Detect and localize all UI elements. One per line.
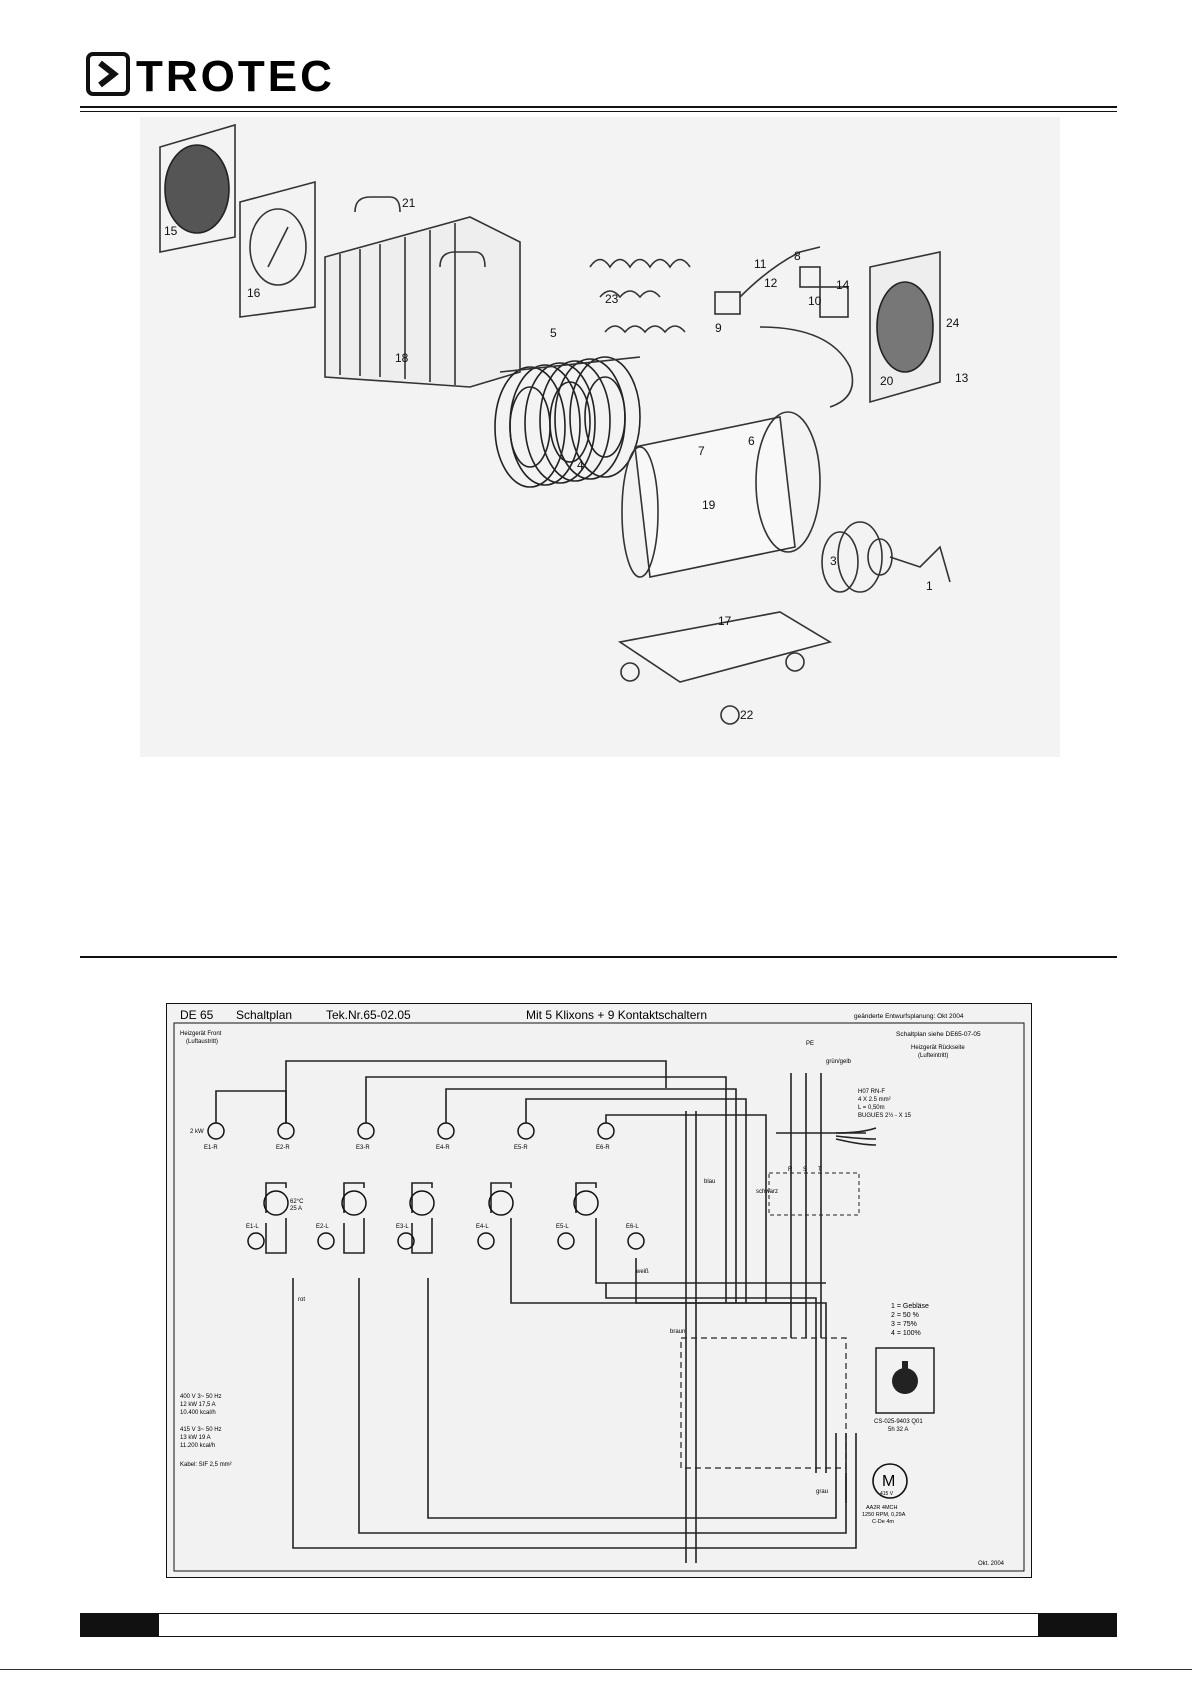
cable-spec-2: 4 X 2.5 mm² bbox=[858, 1097, 891, 1103]
title-mit: Mit 5 Klixons + 9 Kontaktschaltern bbox=[526, 1008, 707, 1022]
motor-symbol bbox=[872, 1463, 908, 1499]
legend-2: 2 = 50 % bbox=[891, 1312, 919, 1319]
svg-text:21: 21 bbox=[402, 196, 416, 210]
brand-name: TROTEC bbox=[136, 52, 335, 101]
front-label-1: Heizgerät Front bbox=[180, 1031, 222, 1037]
cable-spec-3: L = 0,50m bbox=[858, 1105, 885, 1111]
svg-text:6: 6 bbox=[748, 434, 755, 448]
svg-text:8: 8 bbox=[794, 249, 801, 263]
klixon-rating-1: 62°C bbox=[290, 1199, 304, 1205]
svg-text:13: 13 bbox=[955, 371, 969, 385]
footer-bar bbox=[80, 1613, 1117, 1637]
phase-t: T bbox=[818, 1167, 822, 1173]
wire-rot: rot bbox=[298, 1297, 305, 1303]
legend-3: 3 = 75% bbox=[891, 1321, 917, 1328]
pe-label: PE bbox=[806, 1041, 814, 1047]
ref-label: Schaltplan siehe DE65-07-05 bbox=[896, 1031, 981, 1038]
wire-blau: blau bbox=[704, 1179, 715, 1185]
svg-text:23: 23 bbox=[605, 292, 619, 306]
heater-e4l: E4-L bbox=[476, 1224, 489, 1230]
heater-e3l: E3-L bbox=[396, 1224, 409, 1230]
svg-text:14: 14 bbox=[836, 278, 850, 292]
trotec-logo: TROTEC bbox=[86, 52, 335, 101]
svg-text:3: 3 bbox=[830, 554, 837, 568]
svg-text:18: 18 bbox=[395, 351, 409, 365]
wire-grau: grau bbox=[816, 1489, 828, 1495]
heater-e2l: E2-L bbox=[316, 1224, 329, 1230]
cable-spec-1: H07 RN-F bbox=[858, 1089, 885, 1095]
footer-right-block bbox=[1038, 1614, 1116, 1636]
title-tek: Tek.Nr.65-02.05 bbox=[326, 1008, 411, 1022]
motor-letter: M bbox=[882, 1473, 895, 1490]
svg-text:5: 5 bbox=[550, 326, 557, 340]
svg-text:17: 17 bbox=[718, 614, 732, 628]
specs-6: 11.200 kcal/h bbox=[180, 1443, 215, 1449]
klixon-rating-2: 25 A bbox=[290, 1206, 302, 1212]
heater-e3r: E3-R bbox=[356, 1145, 370, 1151]
title-model: DE 65 bbox=[180, 1008, 214, 1022]
svg-text:9: 9 bbox=[715, 321, 722, 335]
heater-e6l: E6-L bbox=[626, 1224, 639, 1230]
heater-e5r: E5-R bbox=[514, 1145, 528, 1151]
date-stamp: Okt. 2004 bbox=[978, 1561, 1005, 1567]
rotary-switch bbox=[875, 1347, 935, 1414]
wiring-schematic: DE 65 Schaltplan Tek.Nr.65-02.05 Mit 5 K… bbox=[166, 1003, 1032, 1578]
motor-voltage: 415 V bbox=[880, 1491, 894, 1497]
title-type: Schaltplan bbox=[236, 1008, 292, 1022]
motor-label-3: C-De 4m bbox=[872, 1519, 894, 1525]
cable-spec-4: BUGUES 2½ - X 15 bbox=[858, 1112, 912, 1119]
specs-5: 13 kW 19 A bbox=[180, 1435, 211, 1441]
wire-braun: braun bbox=[670, 1329, 685, 1335]
svg-text:20: 20 bbox=[880, 374, 894, 388]
wire-gruengelb: grün/gelb bbox=[826, 1059, 852, 1065]
page-bottom-line bbox=[0, 1669, 1192, 1670]
specs-4: 415 V 3~ 50 Hz bbox=[180, 1427, 222, 1433]
front-label-2: (Luftaustritt) bbox=[186, 1039, 218, 1045]
specs-7: Kabel: SIF 2,5 mm² bbox=[180, 1462, 232, 1468]
footer-left-block bbox=[81, 1614, 159, 1636]
heater-e5l: E5-L bbox=[556, 1224, 569, 1230]
wire-schwarz: schwarz bbox=[756, 1189, 778, 1195]
svg-text:7: 7 bbox=[698, 444, 705, 458]
heater-e1l: E1-L bbox=[246, 1224, 259, 1230]
heater-e1r: E1-R bbox=[204, 1145, 218, 1151]
header-rule bbox=[80, 106, 1117, 108]
heater-e6r: E6-R bbox=[596, 1145, 610, 1151]
legend-1: 1 = Gebläse bbox=[891, 1303, 929, 1310]
svg-text:24: 24 bbox=[946, 316, 960, 330]
specs-1: 400 V 3~ 50 Hz bbox=[180, 1394, 222, 1400]
svg-text:15: 15 bbox=[164, 224, 178, 238]
title-change: geänderte Entwurfsplanung: Okt 2004 bbox=[854, 1013, 964, 1020]
svg-text:16: 16 bbox=[247, 286, 261, 300]
svg-text:19: 19 bbox=[702, 498, 716, 512]
phase-s: S bbox=[803, 1167, 807, 1173]
svg-text:10: 10 bbox=[808, 294, 822, 308]
heater-power-label: 2 kW bbox=[190, 1129, 204, 1135]
svg-text:22: 22 bbox=[740, 708, 754, 722]
svg-text:12: 12 bbox=[764, 276, 778, 290]
svg-text:11: 11 bbox=[754, 257, 767, 271]
motor-label-2: 1250 RPM, 0,29A bbox=[862, 1512, 906, 1518]
specs-3: 10.400 kcal/h bbox=[180, 1410, 216, 1416]
svg-text:4: 4 bbox=[577, 458, 584, 472]
header-rule-thin bbox=[80, 111, 1117, 112]
switch-label-2: 5h 32 A bbox=[888, 1427, 908, 1433]
wire-weiss: weiß bbox=[635, 1269, 649, 1275]
motor-label-1: AA2R 4MCH bbox=[866, 1505, 898, 1511]
rear-label-2: (Lufteintritt) bbox=[918, 1053, 948, 1059]
svg-text:1: 1 bbox=[926, 579, 933, 593]
heater-e4r: E4-R bbox=[436, 1145, 450, 1151]
switch-label-1: CS-025-9403 Q01 bbox=[874, 1419, 923, 1425]
heater-e2r: E2-R bbox=[276, 1145, 290, 1151]
rear-label-1: Heizgerät Rückseite bbox=[911, 1045, 965, 1051]
phase-r: R bbox=[788, 1167, 793, 1173]
section-rule bbox=[80, 956, 1117, 958]
exploded-view-drawing: 15 16 18 21 23 11 12 8 10 14 24 9 13 5 20 6 7 4 19 3 1… bbox=[140, 117, 1060, 757]
specs-2: 12 kW 17,5 A bbox=[180, 1402, 216, 1408]
legend-4: 4 = 100% bbox=[891, 1330, 921, 1337]
